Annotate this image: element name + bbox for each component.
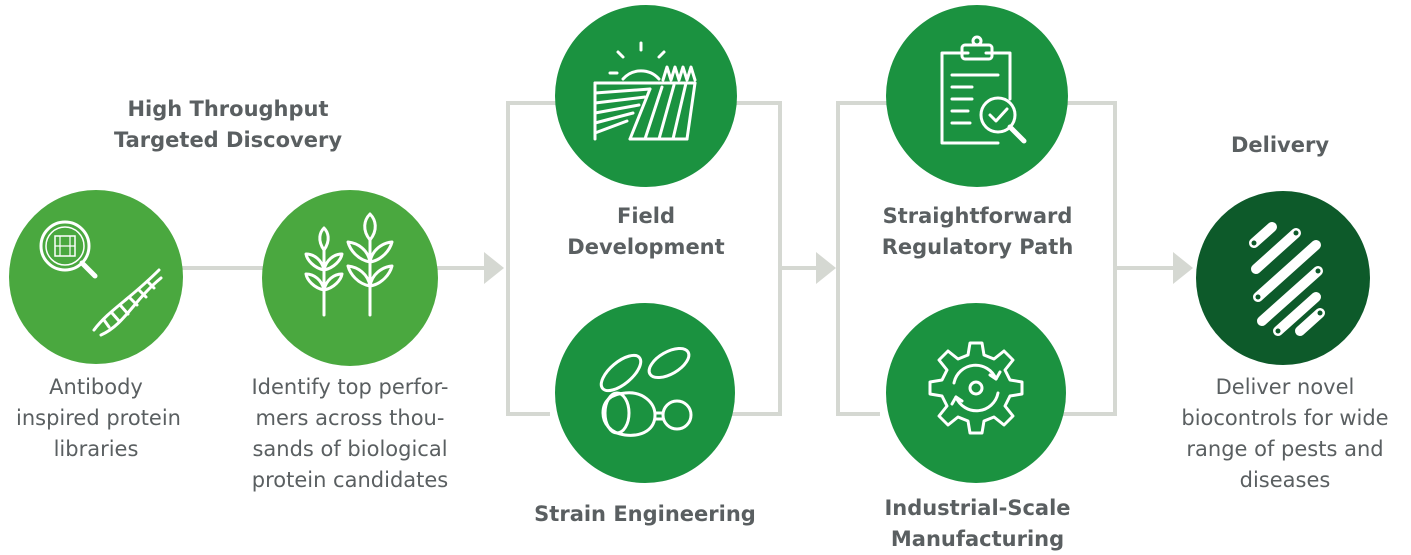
regulatory-title: Straightforward Regulatory Path (881, 204, 1074, 259)
performers-description: Identify top perfor- mers across thou- s… (251, 375, 449, 492)
field-circle (555, 5, 737, 187)
delivery-title: Delivery (1230, 133, 1330, 157)
regulatory-circle (886, 5, 1068, 187)
antibody-description: Antibody inspired protein libraries (16, 375, 181, 461)
strain-circle (555, 303, 735, 483)
arrow-1 (484, 252, 504, 284)
strain-title: Strain Engineering (534, 502, 756, 526)
discovery-title: High Throughput Targeted Discovery (113, 97, 343, 152)
microbe-cells-icon (599, 346, 693, 437)
plant-sprouts-icon (304, 212, 394, 317)
clipboard-check-icon (940, 35, 1027, 145)
arrow-2 (816, 252, 836, 284)
molecule-chains-icon (1249, 222, 1325, 336)
antibody-circle (9, 190, 183, 364)
field-title: Field Development (567, 204, 725, 259)
manufacturing-circle (886, 303, 1066, 483)
field-sun-icon (593, 41, 697, 141)
magnifier-dna-icon (39, 220, 163, 337)
arrow-3 (1173, 252, 1193, 284)
gear-cycle-icon (928, 341, 1024, 435)
performers-circle (262, 190, 438, 366)
delivery-description: Deliver novel biocontrols for wide range… (1181, 375, 1389, 492)
delivery-circle (1196, 191, 1370, 365)
